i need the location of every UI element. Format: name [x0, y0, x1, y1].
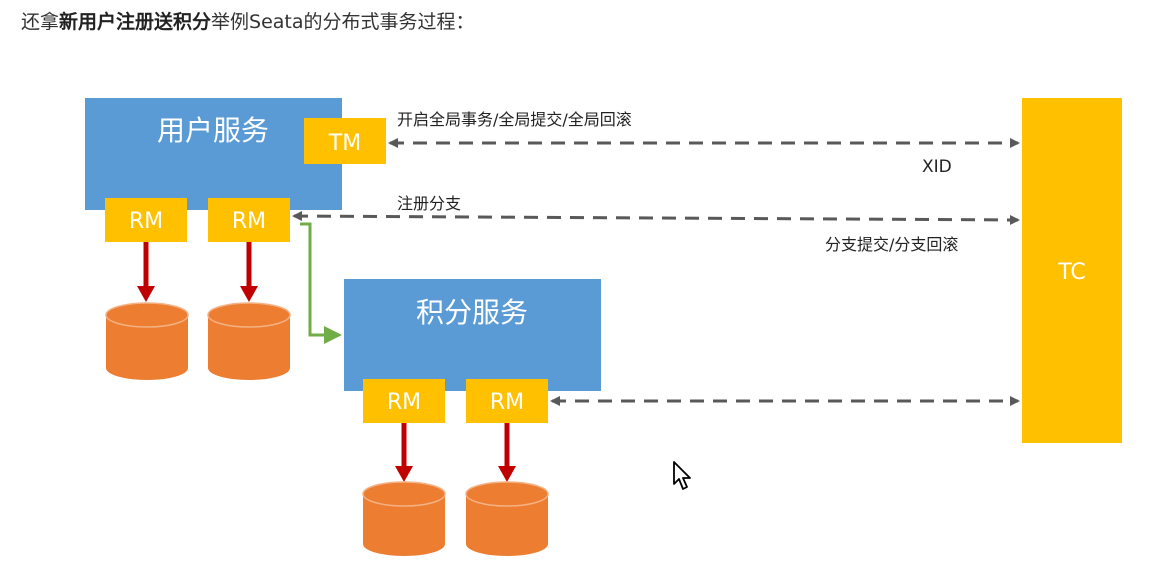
points-rm-1-label: RM: [387, 390, 421, 415]
heading-bold: 新用户注册送积分: [59, 11, 212, 33]
call-points-arrow-head: [324, 326, 342, 344]
points-service-label: 积分服务: [416, 296, 528, 329]
user-service-box: [85, 98, 342, 210]
points-db-2-icon: [465, 481, 549, 556]
tc-label: TC: [1057, 260, 1086, 285]
user-service-label: 用户服务: [157, 114, 269, 147]
points-service-box: [344, 279, 601, 391]
points-rm-1-db-arrow-head: [395, 466, 413, 482]
global-tx-label: 开启全局事务/全局提交/全局回滚: [397, 110, 632, 129]
points-rm-2-db-arrow-head: [498, 466, 516, 482]
points-rm-2-label: RM: [490, 390, 524, 415]
page-heading: 还拿新用户注册送积分举例Seata的分布式事务过程：: [21, 9, 475, 35]
heading-suffix: 举例Seata的分布式事务过程：: [211, 11, 475, 33]
mouse-cursor-icon: [673, 461, 691, 490]
user-rm-2-label: RM: [232, 209, 266, 234]
register-branch-label: 注册分支: [397, 194, 461, 213]
call-points-arrow: [300, 222, 326, 337]
tc-box: [1022, 98, 1122, 443]
tm-label: TM: [328, 131, 361, 156]
tm-box: [304, 118, 386, 164]
user-rm-1-box: [105, 198, 187, 242]
points-rm-1-box: [363, 379, 445, 423]
user-rm-2-box: [208, 198, 290, 242]
branch-commit-label: 分支提交/分支回滚: [825, 235, 958, 254]
points-rm-2-box: [466, 379, 548, 423]
user-db-1-icon: [105, 302, 189, 380]
user-rm-tc-dashed-arrow: [292, 211, 1020, 225]
points-db-1-icon: [362, 481, 446, 556]
xid-label: XID: [922, 157, 952, 177]
user-rm-1-label: RM: [129, 209, 163, 234]
user-db-2-icon: [207, 302, 291, 380]
user-rm-1-db-arrow-head: [137, 286, 155, 302]
heading-prefix: 还拿: [21, 11, 60, 33]
user-rm-2-db-arrow-head: [240, 286, 258, 302]
